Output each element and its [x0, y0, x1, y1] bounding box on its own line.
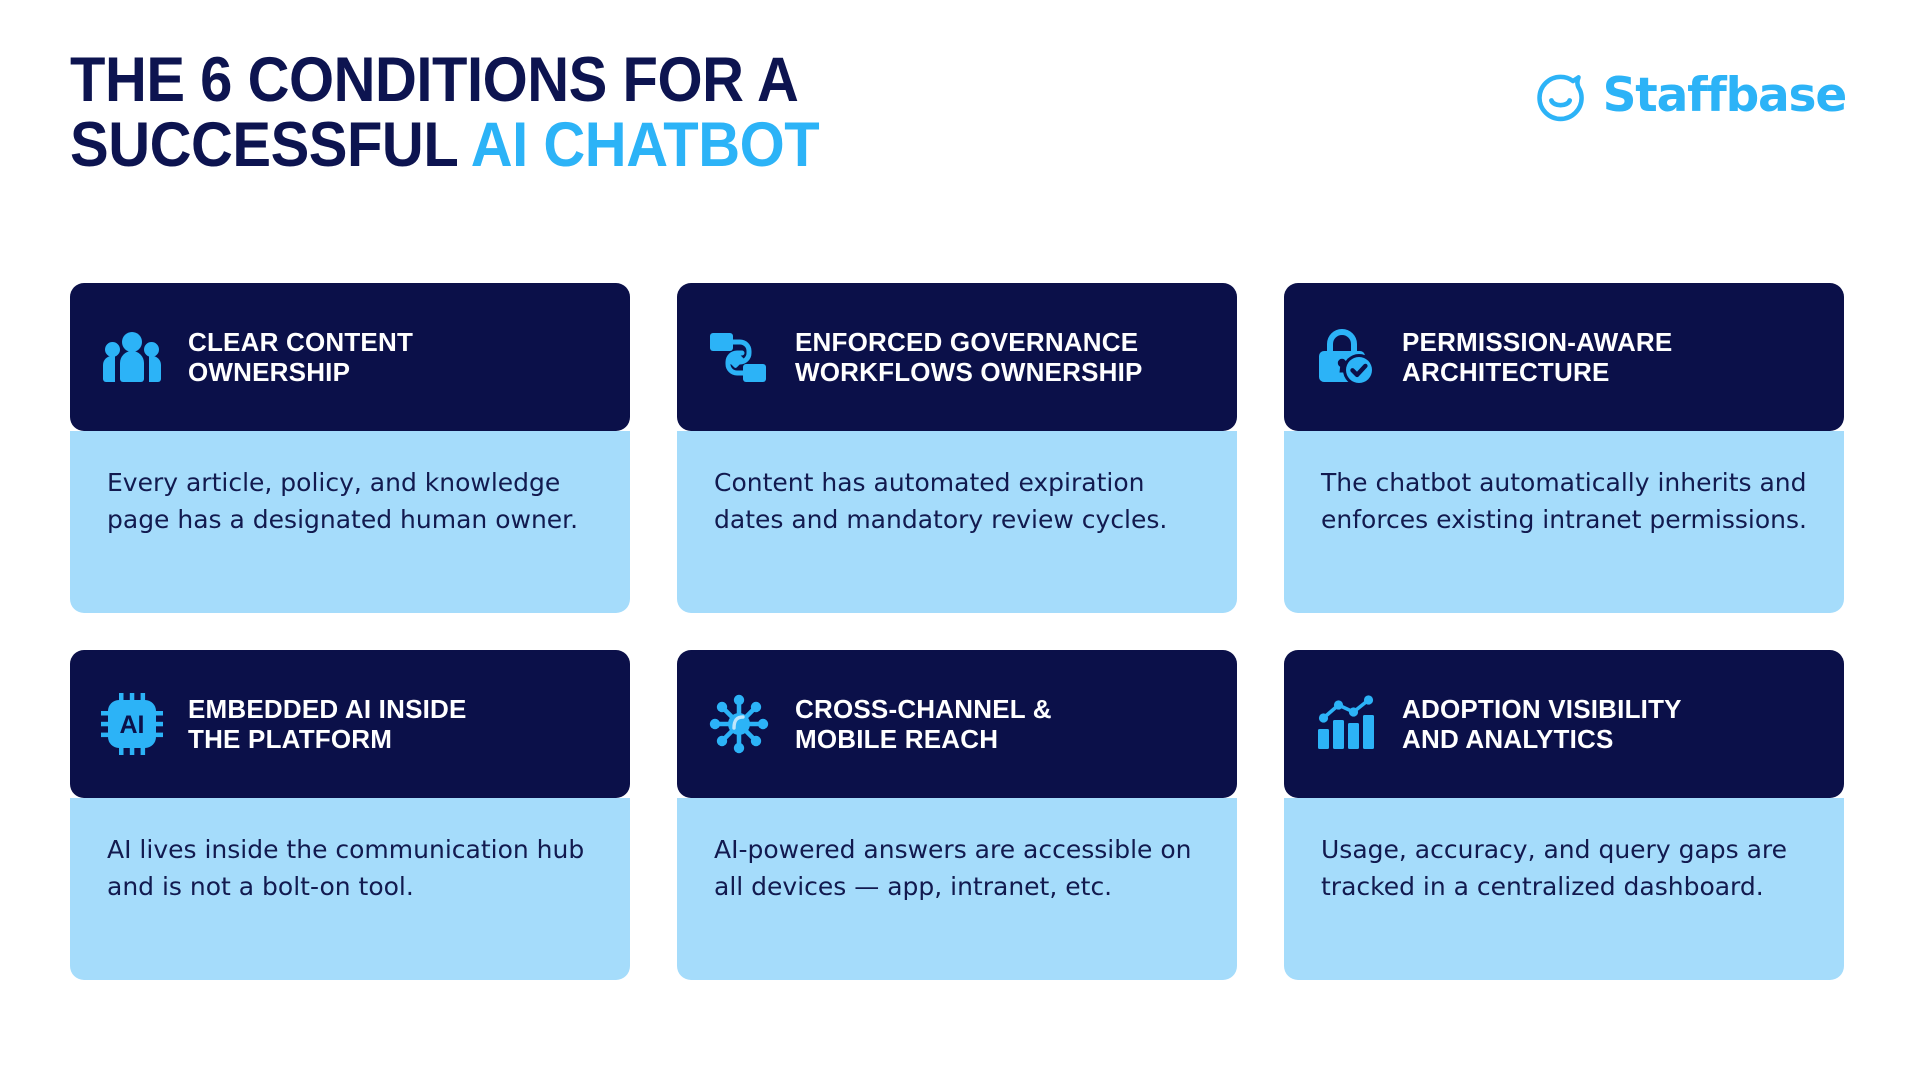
card-description: Every article, policy, and knowledge pag…	[107, 468, 579, 534]
card-title: CROSS-CHANNEL & MOBILE REACH	[795, 693, 1052, 754]
card-header: CROSS-CHANNEL & MOBILE REACH	[677, 650, 1237, 798]
ai-chip-icon: AI	[101, 693, 163, 755]
network-hub-icon	[709, 694, 769, 754]
workflow-nodes-icon	[710, 333, 766, 382]
card-header: CLEAR CONTENT OWNERSHIP	[70, 283, 630, 431]
condition-card: PERMISSION-AWARE ARCHITECTURE The chatbo…	[1284, 283, 1844, 613]
page-title-line2-prefix: SUCCESSFUL	[70, 109, 471, 180]
card-body: AI-powered answers are accessible on all…	[677, 798, 1237, 980]
card-description: Content has automated expiration dates a…	[714, 468, 1168, 534]
condition-card: ENFORCED GOVERNANCE WORKFLOWS OWNERSHIP …	[677, 283, 1237, 613]
card-description: AI lives inside the communication hub an…	[107, 835, 585, 901]
card-body: AI lives inside the communication hub an…	[70, 798, 630, 980]
people-group-icon	[103, 332, 161, 382]
card-header: AI EMBEDDED AI INSIDE THE PLATFORM	[70, 650, 630, 798]
card-description: Usage, accuracy, and query gaps are trac…	[1321, 835, 1788, 901]
card-title: PERMISSION-AWARE ARCHITECTURE	[1402, 326, 1673, 387]
card-description: The chatbot automatically inherits and e…	[1321, 468, 1807, 534]
card-header: ADOPTION VISIBILITY AND ANALYTICS	[1284, 650, 1844, 798]
staffbase-smiley-icon	[1536, 74, 1584, 122]
card-body: The chatbot automatically inherits and e…	[1284, 431, 1844, 613]
condition-card: AI EMBEDDED AI INSIDE THE PLATFORM AI li…	[70, 650, 630, 980]
card-title: ENFORCED GOVERNANCE WORKFLOWS OWNERSHIP	[795, 326, 1143, 387]
condition-card: CROSS-CHANNEL & MOBILE REACH AI-powered …	[677, 650, 1237, 980]
card-body: Every article, policy, and knowledge pag…	[70, 431, 630, 613]
lock-check-icon	[1319, 329, 1375, 386]
svg-text:AI: AI	[120, 711, 145, 739]
card-description: AI-powered answers are accessible on all…	[714, 835, 1192, 901]
page-title-accent: AI CHATBOT	[470, 109, 820, 180]
card-title: EMBEDDED AI INSIDE THE PLATFORM	[188, 693, 467, 754]
bar-chart-trend-icon	[1318, 695, 1374, 749]
card-title: CLEAR CONTENT OWNERSHIP	[188, 326, 414, 387]
card-body: Content has automated expiration dates a…	[677, 431, 1237, 613]
card-body: Usage, accuracy, and query gaps are trac…	[1284, 798, 1844, 980]
card-header: PERMISSION-AWARE ARCHITECTURE	[1284, 283, 1844, 431]
condition-card: CLEAR CONTENT OWNERSHIP Every article, p…	[70, 283, 630, 613]
page-title-line1: THE 6 CONDITIONS FOR A	[70, 45, 799, 115]
card-header: ENFORCED GOVERNANCE WORKFLOWS OWNERSHIP	[677, 283, 1237, 431]
condition-card: ADOPTION VISIBILITY AND ANALYTICS Usage,…	[1284, 650, 1844, 980]
card-title: ADOPTION VISIBILITY AND ANALYTICS	[1402, 693, 1682, 754]
conditions-grid: CLEAR CONTENT OWNERSHIP Every article, p…	[70, 283, 1845, 980]
staffbase-logo-text: Staffbase	[1602, 67, 1848, 123]
staffbase-logo: Staffbase	[1531, 66, 1848, 124]
